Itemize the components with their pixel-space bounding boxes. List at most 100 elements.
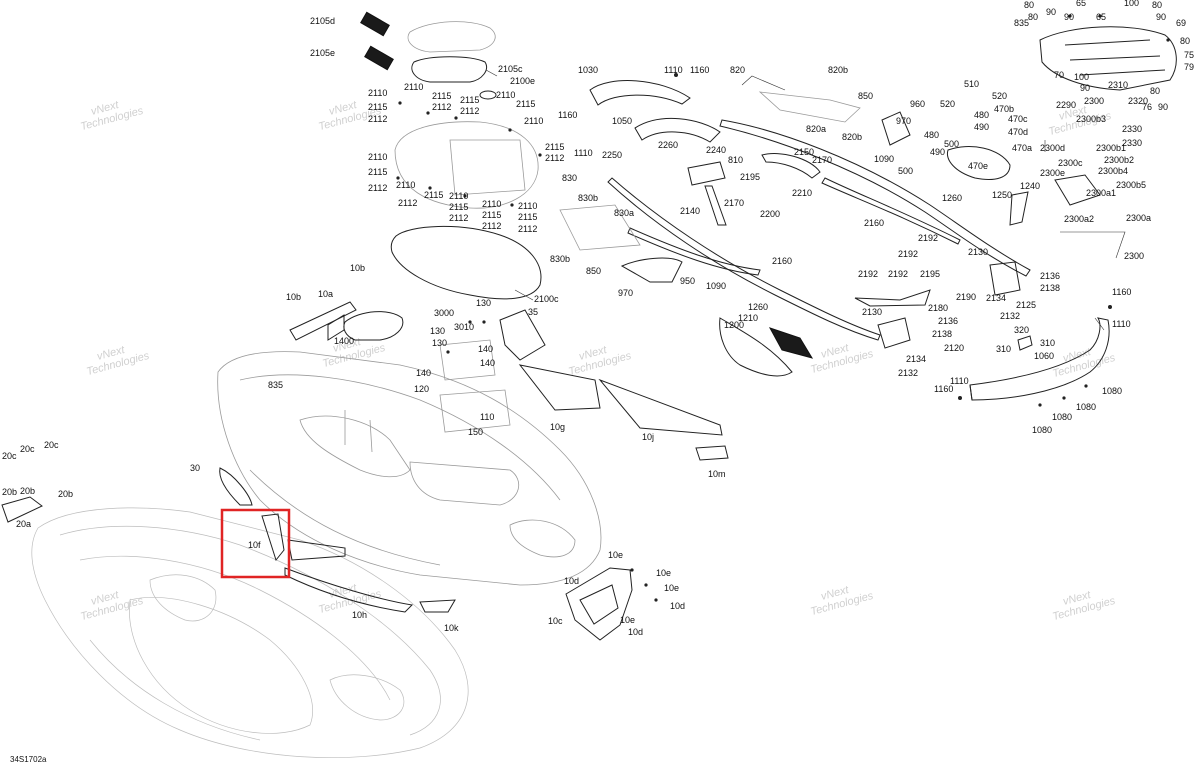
part-number-label: 2110 xyxy=(404,82,423,92)
part-number-label: 2136 xyxy=(938,316,958,326)
part-number-label: 2300e xyxy=(1040,168,1065,178)
part-number-label: 490 xyxy=(930,147,945,157)
part-number-label: 2170 xyxy=(812,155,832,165)
part-number-label: 2138 xyxy=(932,329,952,339)
part-number-label: 140 xyxy=(480,358,495,368)
part-number-label: 65 xyxy=(1096,12,1106,22)
part-number-label: 2210 xyxy=(792,188,812,198)
part-number-label: 20a xyxy=(16,519,31,529)
highlight-box[interactable] xyxy=(220,508,291,579)
part-number-label: 470a xyxy=(1012,143,1032,153)
part-number-label: 80 xyxy=(1152,0,1162,10)
part-number-label: 2300b3 xyxy=(1076,114,1106,124)
part-number-label: 510 xyxy=(964,79,979,89)
part-number-label: 2138 xyxy=(1040,283,1060,293)
part-number-label: 10k xyxy=(444,623,459,633)
part-number-label: 310 xyxy=(1040,338,1055,348)
part-number-label: 1110 xyxy=(950,376,969,386)
part-number-label: 470d xyxy=(1008,127,1028,137)
part-number-label: 2192 xyxy=(858,269,878,279)
part-number-label: 130 xyxy=(432,338,447,348)
part-number-label: 2112 xyxy=(398,198,417,208)
part-number-label: 2300d xyxy=(1040,143,1065,153)
part-number-label: 2300a1 xyxy=(1086,188,1116,198)
part-number-label: 10b xyxy=(286,292,301,302)
jet-bracket xyxy=(565,567,633,641)
part-number-label: 2195 xyxy=(740,172,760,182)
part-number-label: 2115 xyxy=(518,212,537,222)
part-number-label: 970 xyxy=(896,116,911,126)
part-number-label: 10e xyxy=(664,583,679,593)
part-number-label: 2300a2 xyxy=(1064,214,1094,224)
part-number-label: 810 xyxy=(728,155,743,165)
part-number-label: 100 xyxy=(1074,72,1089,82)
part-number-label: 10j xyxy=(642,432,654,442)
part-number-label: 10m xyxy=(708,469,726,479)
part-number-label: 75 xyxy=(1184,50,1194,60)
part-number-label: 2134 xyxy=(986,293,1006,303)
part-number-label: 2160 xyxy=(864,218,884,228)
part-number-label: 520 xyxy=(940,99,955,109)
part-number-label: 2115 xyxy=(482,210,501,220)
part-number-label: 835 xyxy=(1014,18,1029,28)
part-number-label: 1090 xyxy=(874,154,894,164)
part-number-label: 2105c xyxy=(498,64,523,74)
part-number-label: 10h xyxy=(352,610,367,620)
part-number-label: 470b xyxy=(994,104,1014,114)
part-number-label: 2195 xyxy=(920,269,940,279)
part-number-label: 2115 xyxy=(545,142,564,152)
front-parts xyxy=(559,80,1031,377)
part-number-label: 500 xyxy=(898,166,913,176)
part-labels: 2105d2105e2105c2100e21102110211521122115… xyxy=(2,0,1194,637)
part-number-label: 2125 xyxy=(1016,300,1036,310)
part-number-label: 2115 xyxy=(424,190,443,200)
part-number-label: 500 xyxy=(944,139,959,149)
part-number-label: 2300 xyxy=(1084,96,1104,106)
part-number-label: 2192 xyxy=(888,269,908,279)
part-number-label: 2300b5 xyxy=(1116,180,1146,190)
part-number-label: 2112 xyxy=(368,183,387,193)
part-number-label: 2330 xyxy=(1122,124,1142,134)
part-number-label: 830 xyxy=(562,173,577,183)
part-number-label: 2190 xyxy=(956,292,976,302)
part-number-label: 2110 xyxy=(396,180,415,190)
part-number-label: 80 xyxy=(1150,86,1160,96)
part-number-label: 1080 xyxy=(1052,412,1072,422)
part-number-label: 2115 xyxy=(368,167,387,177)
part-number-label: 480 xyxy=(974,110,989,120)
part-number-label: 2300b1 xyxy=(1096,143,1126,153)
part-number-label: 2110 xyxy=(368,152,387,162)
part-number-label: 2110 xyxy=(368,88,387,98)
part-number-label: 1110 xyxy=(574,148,593,158)
part-number-label: 2112 xyxy=(545,153,564,163)
part-number-label: 850 xyxy=(586,266,601,276)
part-number-label: 1080 xyxy=(1076,402,1096,412)
part-number-label: 2300b4 xyxy=(1098,166,1128,176)
part-number-label: 20c xyxy=(2,451,17,461)
part-number-label: 35 xyxy=(528,307,538,317)
part-number-label: 2140 xyxy=(680,206,700,216)
highlight-callout[interactable]: 10f xyxy=(220,508,291,579)
part-number-label: 90 xyxy=(1046,7,1056,17)
part-number-label: 2112 xyxy=(432,102,451,112)
part-number-label: 2180 xyxy=(928,303,948,313)
part-number-label: 320 xyxy=(1014,325,1029,335)
part-number-label: 20c xyxy=(44,440,59,450)
part-number-label: 2310 xyxy=(1108,80,1128,90)
part-number-label: 10c xyxy=(548,616,563,626)
part-number-label: 2260 xyxy=(658,140,678,150)
part-number-label: 2105e xyxy=(310,48,335,58)
part-number-label: 830b xyxy=(550,254,570,264)
part-number-label: 2112 xyxy=(518,224,537,234)
part-number-label: 2160 xyxy=(772,256,792,266)
part-number-label: 90 xyxy=(1158,102,1168,112)
part-number-label: 2115 xyxy=(449,202,468,212)
part-number-label: 2115 xyxy=(460,95,479,105)
part-number-label: 2130 xyxy=(968,247,988,257)
part-number-label: 20b xyxy=(2,487,17,497)
part-number-label: 2110 xyxy=(524,116,543,126)
part-number-label: 20b xyxy=(58,489,73,499)
part-number-label: 10g xyxy=(550,422,565,432)
part-number-label: 2136 xyxy=(1040,271,1060,281)
part-number-label: 3010 xyxy=(454,322,474,332)
